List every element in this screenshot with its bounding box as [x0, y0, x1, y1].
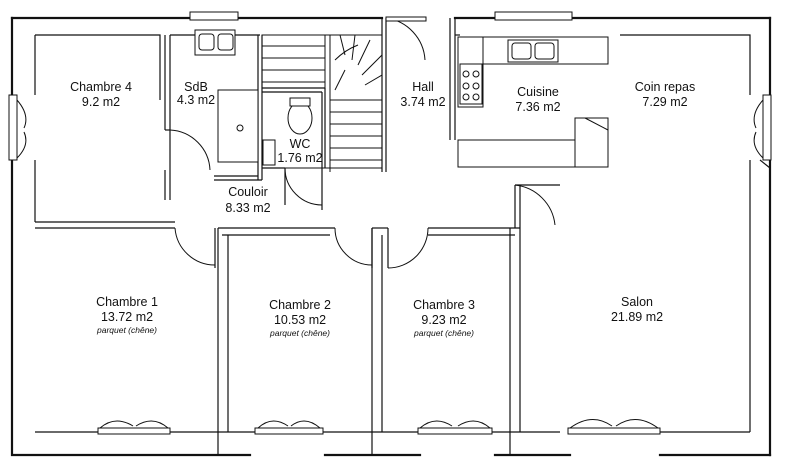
- chambre1-floor: parquet (chêne): [96, 325, 157, 335]
- hall-area: 3.74 m2: [400, 95, 445, 109]
- cuisine-name: Cuisine: [517, 85, 559, 99]
- couloir-name: Couloir: [228, 185, 268, 199]
- chambre4-name: Chambre 4: [70, 80, 132, 94]
- salon-area: 21.89 m2: [611, 310, 663, 324]
- coin-repas-name: Coin repas: [635, 80, 695, 94]
- chambre2-name: Chambre 2: [269, 298, 331, 312]
- sdb-name: SdB: [184, 80, 208, 94]
- chambre3-floor: parquet (chêne): [413, 328, 474, 338]
- wc-name: WC: [290, 137, 311, 151]
- hall-name: Hall: [412, 80, 434, 94]
- wc-area: 1.76 m2: [277, 151, 322, 165]
- cuisine-area: 7.36 m2: [515, 100, 560, 114]
- windows: [8, 11, 772, 435]
- chambre3-area: 9.23 m2: [421, 313, 466, 327]
- couloir-area: 8.33 m2: [225, 201, 270, 215]
- chambre1-area: 13.72 m2: [101, 310, 153, 324]
- room-labels: Chambre 4 9.2 m2 SdB 4.3 m2 WC 1.76 m2 H…: [70, 80, 695, 338]
- chambre1-name: Chambre 1: [96, 295, 158, 309]
- sdb-area: 4.3 m2: [177, 93, 215, 107]
- coin-repas-area: 7.29 m2: [642, 95, 687, 109]
- staircase: [261, 34, 383, 172]
- bathroom-fixtures: [194, 29, 313, 166]
- chambre2-area: 10.53 m2: [274, 313, 326, 327]
- chambre3-name: Chambre 3: [413, 298, 475, 312]
- kitchen-fixtures: [457, 36, 609, 168]
- exterior-walls: [10, 16, 772, 457]
- chambre2-floor: parquet (chêne): [269, 328, 330, 338]
- doors: [169, 16, 560, 269]
- chambre4-area: 9.2 m2: [82, 95, 120, 109]
- salon-name: Salon: [621, 295, 653, 309]
